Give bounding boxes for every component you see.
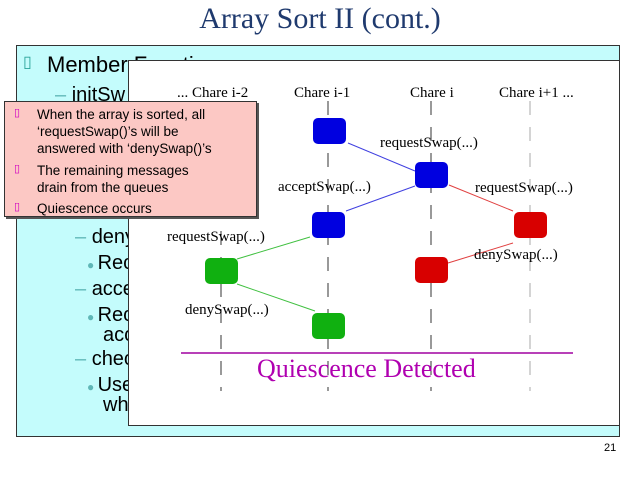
column-header: Chare i-1 bbox=[294, 85, 350, 101]
list-item: – initSw bbox=[55, 84, 126, 106]
list-item: ● Use bbox=[87, 374, 134, 396]
callout-line: drain from the queues bbox=[37, 180, 169, 195]
list-item: acc bbox=[103, 324, 135, 346]
node-red bbox=[514, 212, 547, 238]
page-number: 21 bbox=[604, 442, 617, 454]
dot-bullet-icon: ● bbox=[87, 380, 98, 394]
callout-line: ‘requestSwap()’s will be bbox=[37, 124, 179, 139]
node-green bbox=[312, 313, 345, 339]
message-label: denySwap(...) bbox=[185, 302, 269, 318]
node-blue bbox=[415, 162, 448, 188]
quiescence-label: Quiescence Detected bbox=[257, 354, 476, 383]
message-label: acceptSwap(...) bbox=[278, 179, 371, 195]
message-line bbox=[447, 242, 514, 264]
dot-bullet-icon: ● bbox=[87, 258, 98, 272]
callout-line: Quiescence occurs bbox=[37, 201, 152, 216]
dash-bullet-icon: – bbox=[55, 84, 72, 106]
message-line bbox=[236, 283, 316, 312]
column-header: Chare i bbox=[410, 85, 454, 101]
message-label: requestSwap(...) bbox=[475, 180, 573, 196]
list-item: ● Rec bbox=[87, 252, 134, 274]
square-bullet-icon: ▯ bbox=[14, 107, 21, 119]
square-bullet-icon: ▯ bbox=[14, 163, 21, 175]
diagram-svg: ... Chare i-2 Chare i-1 Chare i Chare i+… bbox=[167, 85, 574, 391]
square-bullet-icon: ▯ bbox=[23, 54, 32, 71]
callout-box: ▯ When the array is sorted, all ‘request… bbox=[4, 101, 257, 217]
dash-bullet-icon: – bbox=[75, 348, 92, 370]
square-bullet-icon: ▯ bbox=[14, 201, 21, 213]
callout-line: The remaining messages bbox=[37, 163, 189, 178]
list-item: ● Rec bbox=[87, 304, 134, 326]
callout-line: answered with ‘denySwap()’s bbox=[37, 141, 212, 156]
node-red bbox=[415, 257, 448, 283]
callout-line: When the array is sorted, all bbox=[37, 107, 206, 122]
slide-title: Array Sort II (cont.) bbox=[199, 2, 441, 35]
node-blue bbox=[313, 118, 346, 144]
message-label: requestSwap(...) bbox=[380, 135, 478, 151]
dash-bullet-icon: – bbox=[75, 226, 92, 248]
message-line bbox=[347, 142, 416, 172]
list-item: whi bbox=[103, 394, 134, 416]
message-label: denySwap(...) bbox=[474, 247, 558, 263]
node-blue bbox=[312, 212, 345, 238]
message-label: requestSwap(...) bbox=[167, 229, 265, 245]
message-line bbox=[345, 185, 416, 212]
message-line bbox=[448, 184, 514, 212]
dash-bullet-icon: – bbox=[75, 278, 92, 300]
dot-bullet-icon: ● bbox=[87, 310, 98, 324]
column-header: ... Chare i-2 bbox=[177, 85, 248, 101]
node-green bbox=[205, 258, 238, 284]
message-line bbox=[236, 236, 311, 260]
column-header: Chare i+1 ... bbox=[499, 85, 574, 101]
